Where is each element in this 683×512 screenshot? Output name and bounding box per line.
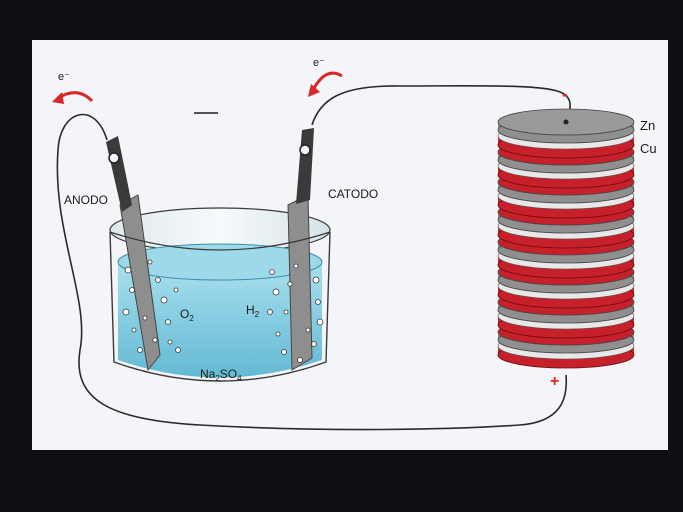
- bubble: [283, 309, 289, 315]
- curved-arrow-left-icon: [308, 71, 343, 97]
- curved-arrow-left-icon: [52, 91, 94, 104]
- wire-cathode-to-negative: [311, 84, 571, 126]
- oxygen-label: O2: [180, 307, 194, 323]
- bubble: [316, 318, 324, 326]
- bubble: [165, 319, 171, 325]
- bubble: [124, 266, 132, 274]
- anode-clip-ring: [108, 152, 120, 164]
- bubble: [129, 287, 135, 293]
- zinc-label: Zn: [640, 118, 655, 133]
- electrolyte-label: Na2SO4: [200, 367, 242, 383]
- bubble: [297, 357, 303, 363]
- bubble: [312, 276, 320, 284]
- bubble: [175, 347, 181, 353]
- bubble: [167, 339, 173, 345]
- bubble: [311, 341, 317, 347]
- electron-label-left: e⁻: [58, 71, 70, 83]
- hydrogen-label: H2: [246, 303, 260, 319]
- electrolyte-solution: [118, 262, 322, 378]
- bubble: [267, 309, 273, 315]
- bubble: [122, 308, 130, 316]
- anode-label: ANODO: [64, 193, 108, 207]
- bubble: [281, 349, 287, 355]
- voltaic-pile: [497, 108, 635, 369]
- bubble: [287, 281, 293, 287]
- anode-plate: [119, 194, 161, 372]
- negative-terminal-sign: -: [562, 84, 568, 104]
- bubble: [173, 287, 179, 293]
- bubble: [160, 296, 168, 304]
- bubble: [142, 315, 148, 321]
- bubble: [152, 337, 158, 343]
- gas-bubbles: [122, 259, 324, 363]
- bubble: [155, 277, 161, 283]
- bubble: [275, 331, 281, 337]
- beaker-wall: [109, 231, 331, 382]
- positive-terminal-sign: +: [550, 373, 559, 390]
- bubble: [293, 263, 299, 269]
- wire-anode-to-positive: [56, 113, 568, 431]
- bubble: [147, 259, 153, 265]
- bubble: [131, 327, 137, 333]
- bubble: [305, 327, 311, 333]
- bubble: [137, 347, 143, 353]
- electron-label-right: e⁻: [313, 57, 325, 69]
- beaker-front-rim: [109, 231, 331, 251]
- bubble: [269, 269, 275, 275]
- cathode-clip-ring: [299, 144, 311, 156]
- cathode-label: CATODO: [328, 187, 378, 201]
- negative-terminal-dot: [563, 119, 569, 125]
- bubble: [315, 299, 321, 305]
- bubble: [272, 288, 280, 296]
- copper-label: Cu: [640, 141, 657, 156]
